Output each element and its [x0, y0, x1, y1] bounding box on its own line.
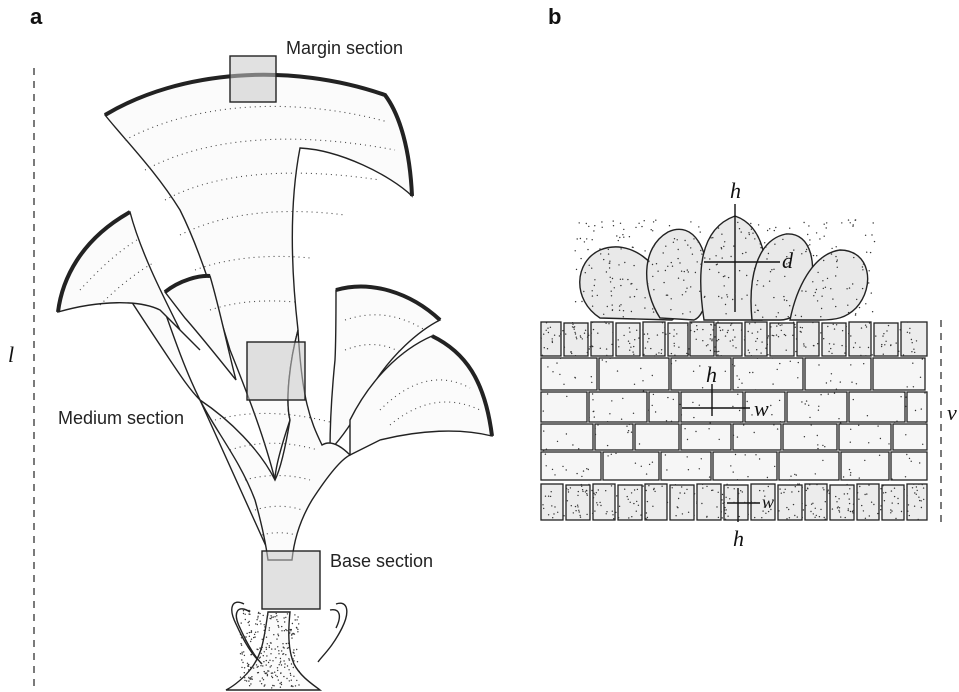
bulb-height-symbol: h	[730, 178, 741, 203]
cortex-width-symbol: w	[762, 492, 774, 512]
left-fan	[58, 212, 200, 350]
medulla	[541, 358, 927, 480]
margin-section-label: Margin section	[286, 38, 403, 58]
panel-b-letter: b	[548, 4, 561, 29]
base-section-box	[262, 551, 320, 609]
medium-section-box	[247, 342, 305, 400]
length-symbol: l	[8, 342, 14, 367]
bulb-diameter-symbol: d	[782, 248, 794, 273]
thickness-symbol: v	[947, 400, 957, 425]
panel-a: a l	[8, 4, 492, 690]
base-section-label: Base section	[330, 551, 433, 571]
cortex-height-symbol: h	[733, 526, 744, 551]
holdfast	[226, 602, 347, 690]
margin-section-box	[230, 56, 276, 102]
panel-a-letter: a	[30, 4, 43, 29]
panel-b: b h d	[541, 4, 957, 551]
medium-section-label: Medium section	[58, 408, 184, 428]
medulla-height-symbol: h	[706, 362, 717, 387]
upper-cortex	[541, 322, 927, 356]
cortical-bulbs	[580, 216, 868, 320]
medulla-width-symbol: w	[754, 396, 769, 421]
